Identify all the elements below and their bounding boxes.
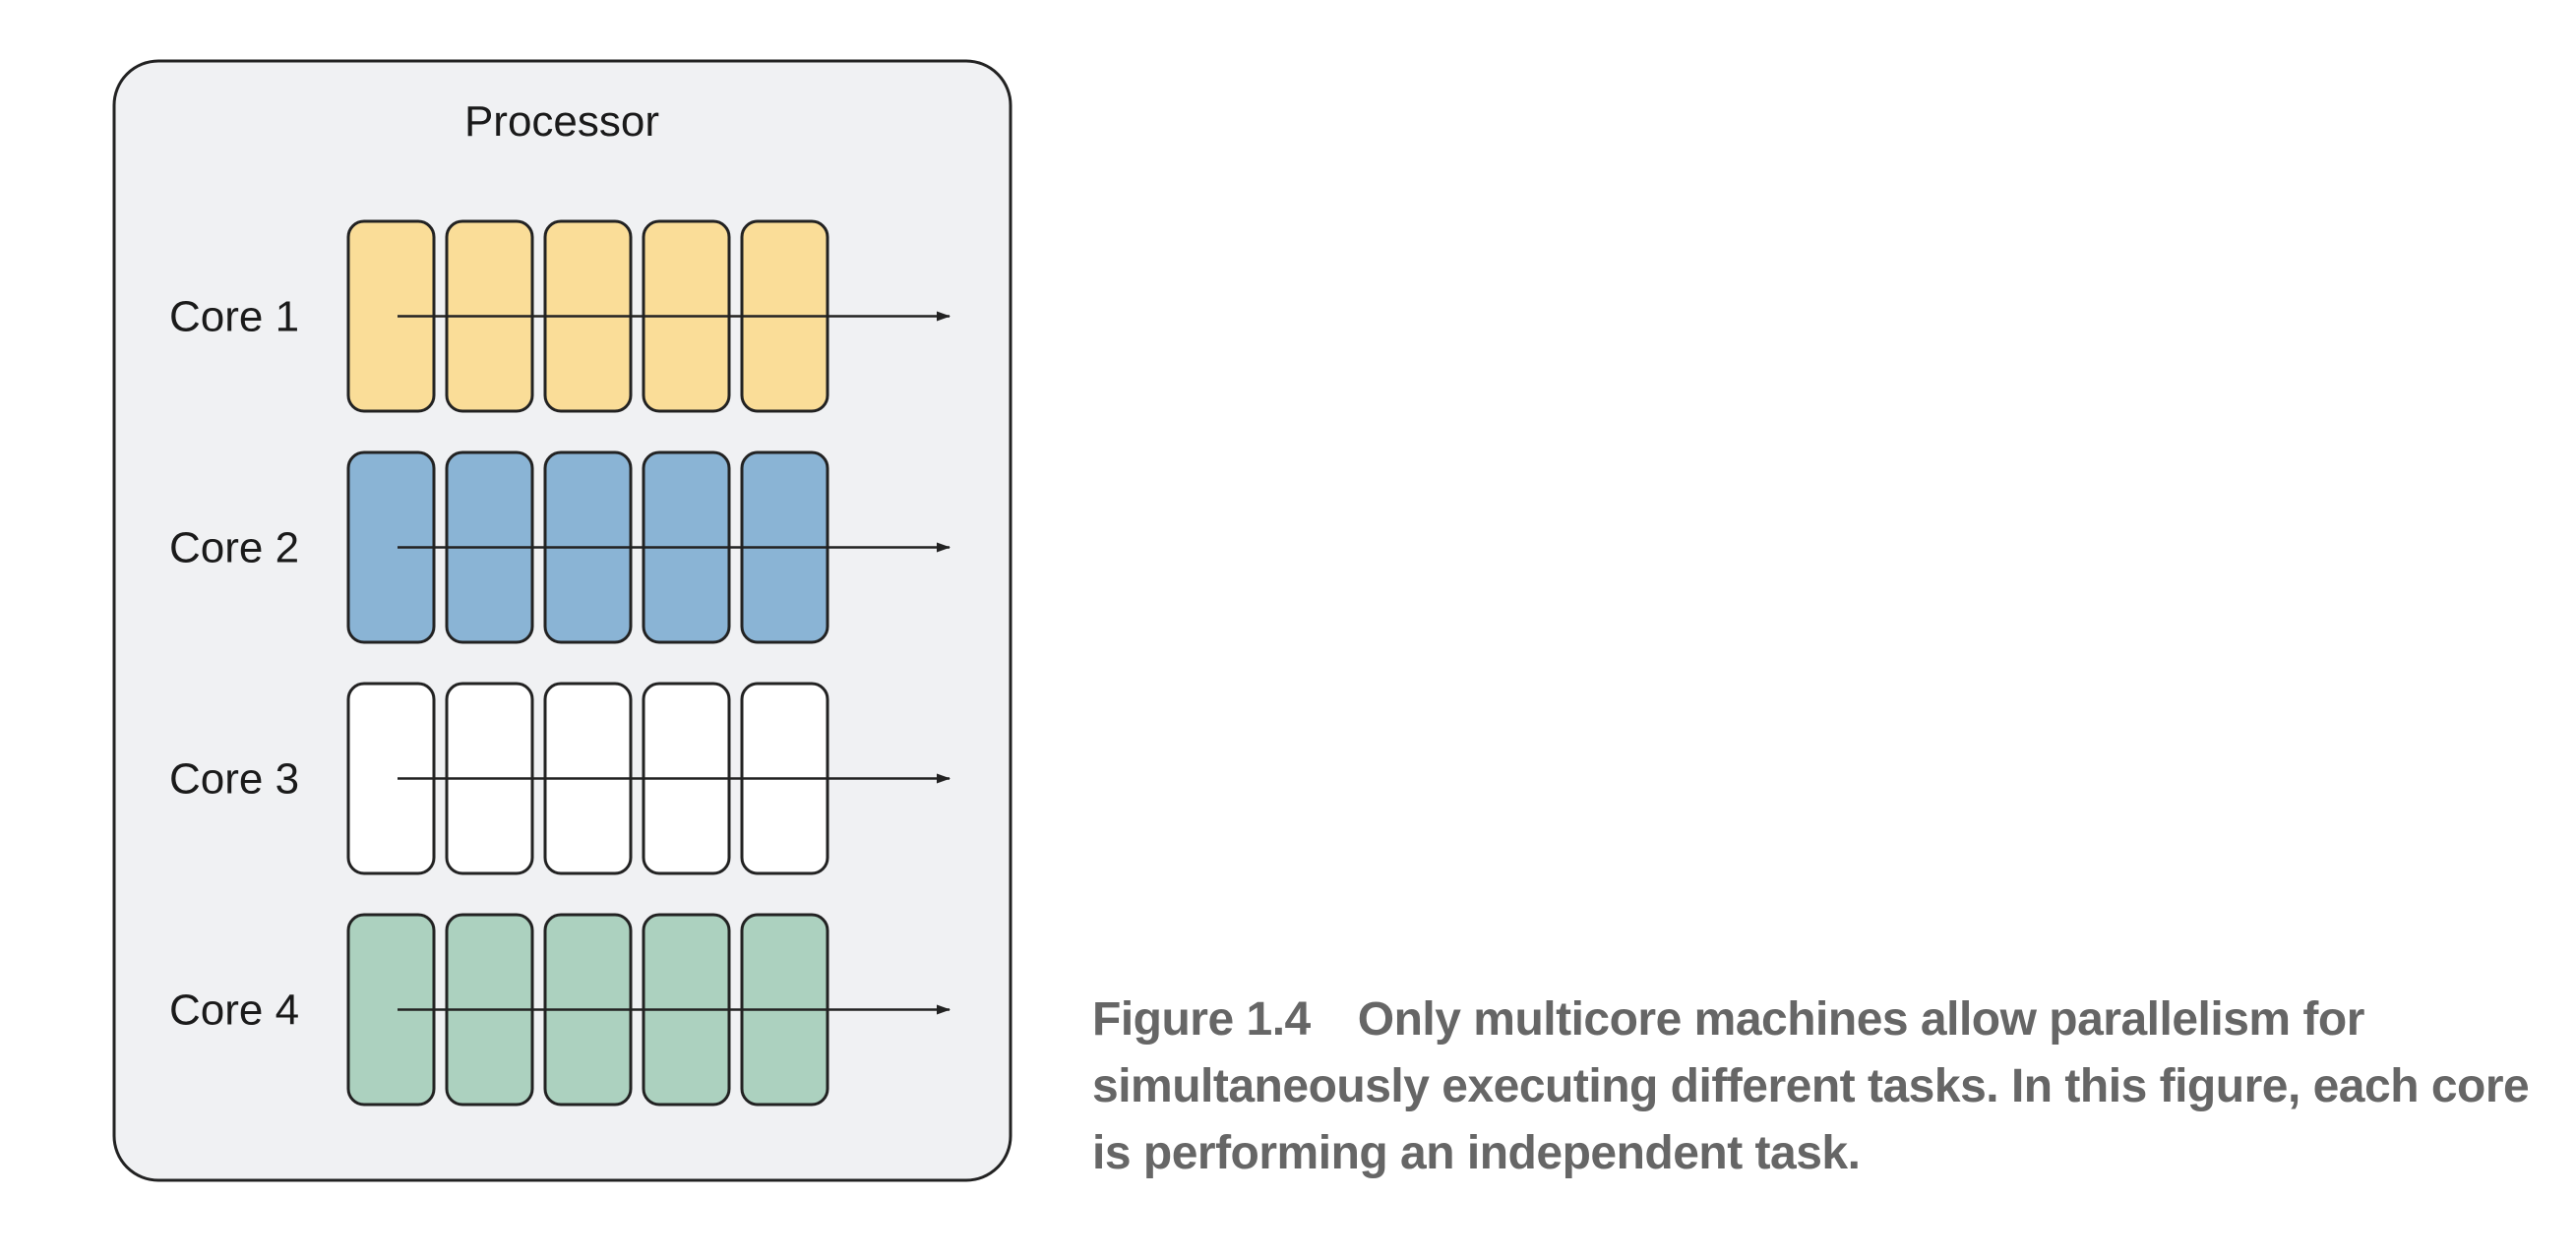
caption-text: Only multicore machines allow parallelis… xyxy=(1092,993,2530,1179)
cores-layer: Core 1 Core 2 Core 3 Core 4 xyxy=(169,219,951,1107)
processor-title: Processor xyxy=(464,97,659,146)
core-row-3: Core 3 xyxy=(169,682,951,875)
core-row-1: Core 1 xyxy=(169,219,951,413)
core-row-2: Core 2 xyxy=(169,450,951,644)
core-label: Core 3 xyxy=(169,755,299,804)
figure-number: Figure 1.4 xyxy=(1092,993,1311,1046)
core-label: Core 2 xyxy=(169,524,299,572)
core-label: Core 1 xyxy=(169,293,299,341)
core-label: Core 4 xyxy=(169,987,299,1035)
core-row-4: Core 4 xyxy=(169,913,951,1107)
